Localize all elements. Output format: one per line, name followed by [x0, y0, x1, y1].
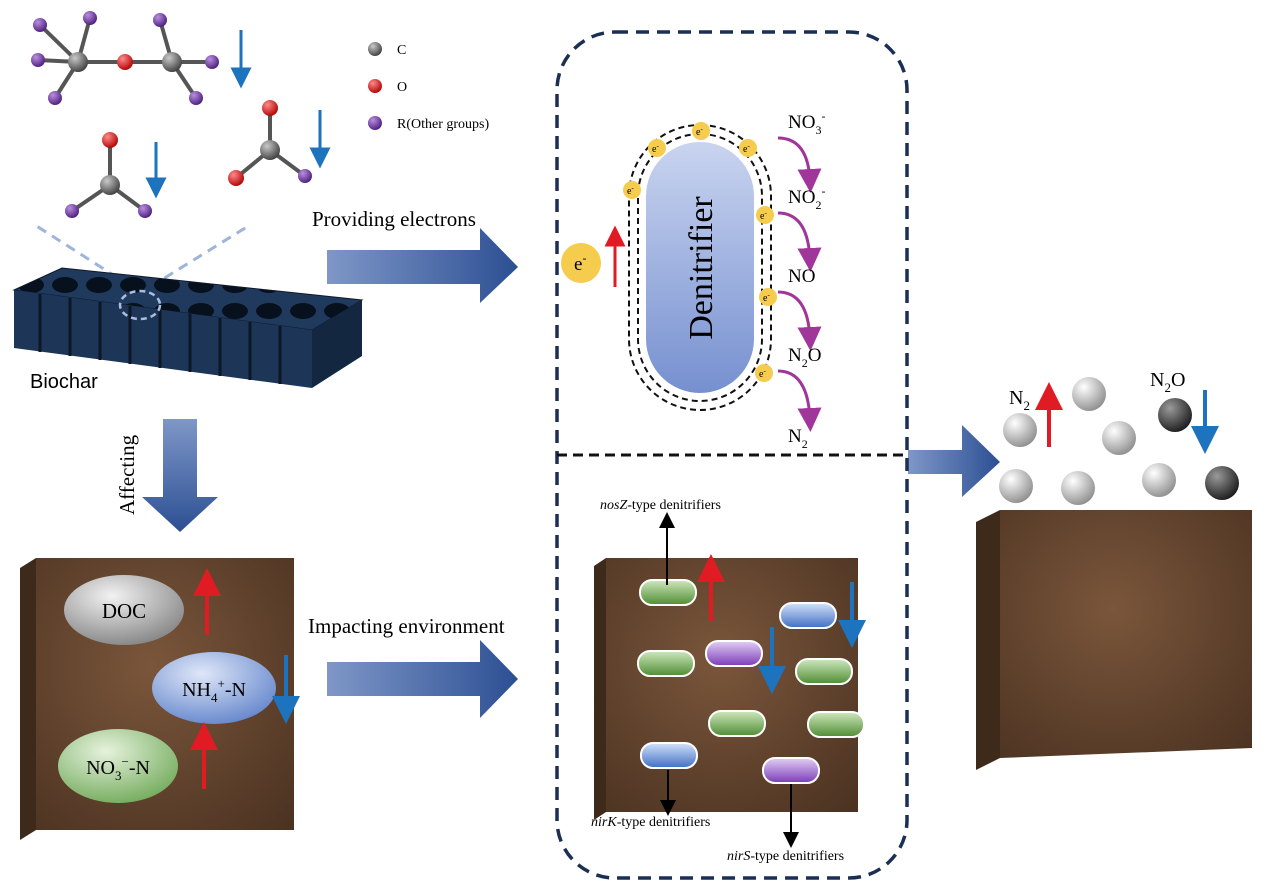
impacting-environment-arrow [327, 640, 518, 718]
legend-oxygen-label: O [397, 80, 407, 95]
affecting-label: Affecting [115, 434, 139, 515]
n2-molecule [1061, 471, 1095, 505]
svg-text:e-: e- [760, 209, 767, 222]
gas-molecules [999, 377, 1239, 505]
svg-text:e-: e- [652, 142, 659, 155]
nh4-ellipse [152, 652, 276, 724]
membrane-electron-icon: e- [648, 139, 666, 157]
n2-molecule [1003, 413, 1037, 447]
membrane-electrons: e-e-e-e-e-e-e- [623, 122, 777, 382]
providing-electrons-label: Providing electrons [312, 207, 476, 231]
membrane-electron-icon: e- [755, 364, 773, 382]
ether-molecule [31, 11, 219, 105]
nh4-label: NH4+-N [182, 676, 246, 705]
atom-legend: C O R(Other groups) [368, 42, 489, 132]
nirk-label: nirK-type denitrifiers [591, 815, 710, 830]
zoom-circle [118, 289, 162, 321]
pathway-species-label: N2 [788, 426, 808, 451]
membrane-electron-icon: e- [692, 122, 710, 140]
no3-ellipse [58, 729, 178, 803]
gene-marker [708, 710, 766, 737]
gene-marker [807, 711, 865, 738]
n2-molecule [999, 469, 1033, 503]
denitrifier-cell: Denitrifier [628, 124, 772, 411]
oxygen-atom-icon [368, 79, 382, 93]
svg-text:e-: e- [763, 291, 770, 304]
membrane-electron-icon: e- [759, 288, 777, 306]
pathway-step-arrow [777, 290, 822, 351]
n2o-molecule [1158, 398, 1192, 432]
nirs-label: nirS-type denitrifiers [727, 849, 844, 864]
membrane-electron-icon: e- [623, 181, 641, 199]
pathway-step-arrow [777, 136, 822, 193]
providing-electrons-arrow [327, 228, 518, 303]
denitrifier-genes [637, 579, 865, 784]
pathway-species-label: N2O [788, 345, 821, 370]
gene-marker [779, 602, 837, 629]
carbonyl-molecule [65, 132, 152, 218]
svg-text:e-: e- [759, 367, 766, 380]
n2-gas-label: N2 [1009, 387, 1030, 413]
electron-label: e- [574, 251, 586, 275]
membrane-electron-icon: e- [739, 139, 757, 157]
n2-molecule [1142, 463, 1176, 497]
biochar-label: Biochar [30, 371, 98, 393]
affecting-arrow [142, 419, 218, 532]
soil-block-right [976, 510, 1252, 770]
gene-marker [762, 757, 820, 784]
doc-ellipse [64, 575, 184, 645]
pathway-species-label: NO3- [788, 109, 825, 137]
no3-label: NO3−-N [86, 754, 150, 783]
denitrifier-label: Denitrifier [683, 196, 720, 340]
biochar-block [12, 267, 364, 388]
n2o-gas-label: N2O [1150, 369, 1185, 395]
pathway-species-label: NO [788, 266, 815, 287]
pathway-species-label: NO2- [788, 184, 825, 212]
pathway-step-arrow [777, 211, 822, 272]
n2-molecule [1102, 421, 1136, 455]
legend-other-label: R(Other groups) [397, 117, 489, 132]
gene-marker [640, 742, 698, 769]
svg-text:e-: e- [696, 125, 703, 138]
carboxyl-molecule [228, 100, 312, 186]
svg-text:e-: e- [627, 184, 634, 197]
gene-marker [637, 650, 695, 677]
to-gas-arrow [908, 425, 1000, 497]
denitrification-pathway: NO3- NO2- NO N2O N2 [777, 109, 825, 451]
membrane-electron-icon: e- [756, 206, 774, 224]
soil-block-middle [594, 558, 858, 820]
impacting-environment-label: Impacting environment [308, 614, 505, 638]
doc-label: DOC [102, 599, 146, 623]
gene-marker [795, 658, 853, 685]
other-group-atom-icon [368, 116, 382, 130]
legend-carbon-label: C [397, 43, 406, 58]
carbon-atom-icon [368, 42, 382, 56]
nosz-label: nosZ-type denitrifiers [600, 498, 721, 513]
electron-icon [561, 243, 601, 283]
n2o-molecule [1205, 466, 1239, 500]
pathway-step-arrow [777, 369, 822, 432]
svg-text:e-: e- [743, 142, 750, 155]
gene-marker [705, 640, 763, 667]
n2-molecule [1072, 377, 1106, 411]
